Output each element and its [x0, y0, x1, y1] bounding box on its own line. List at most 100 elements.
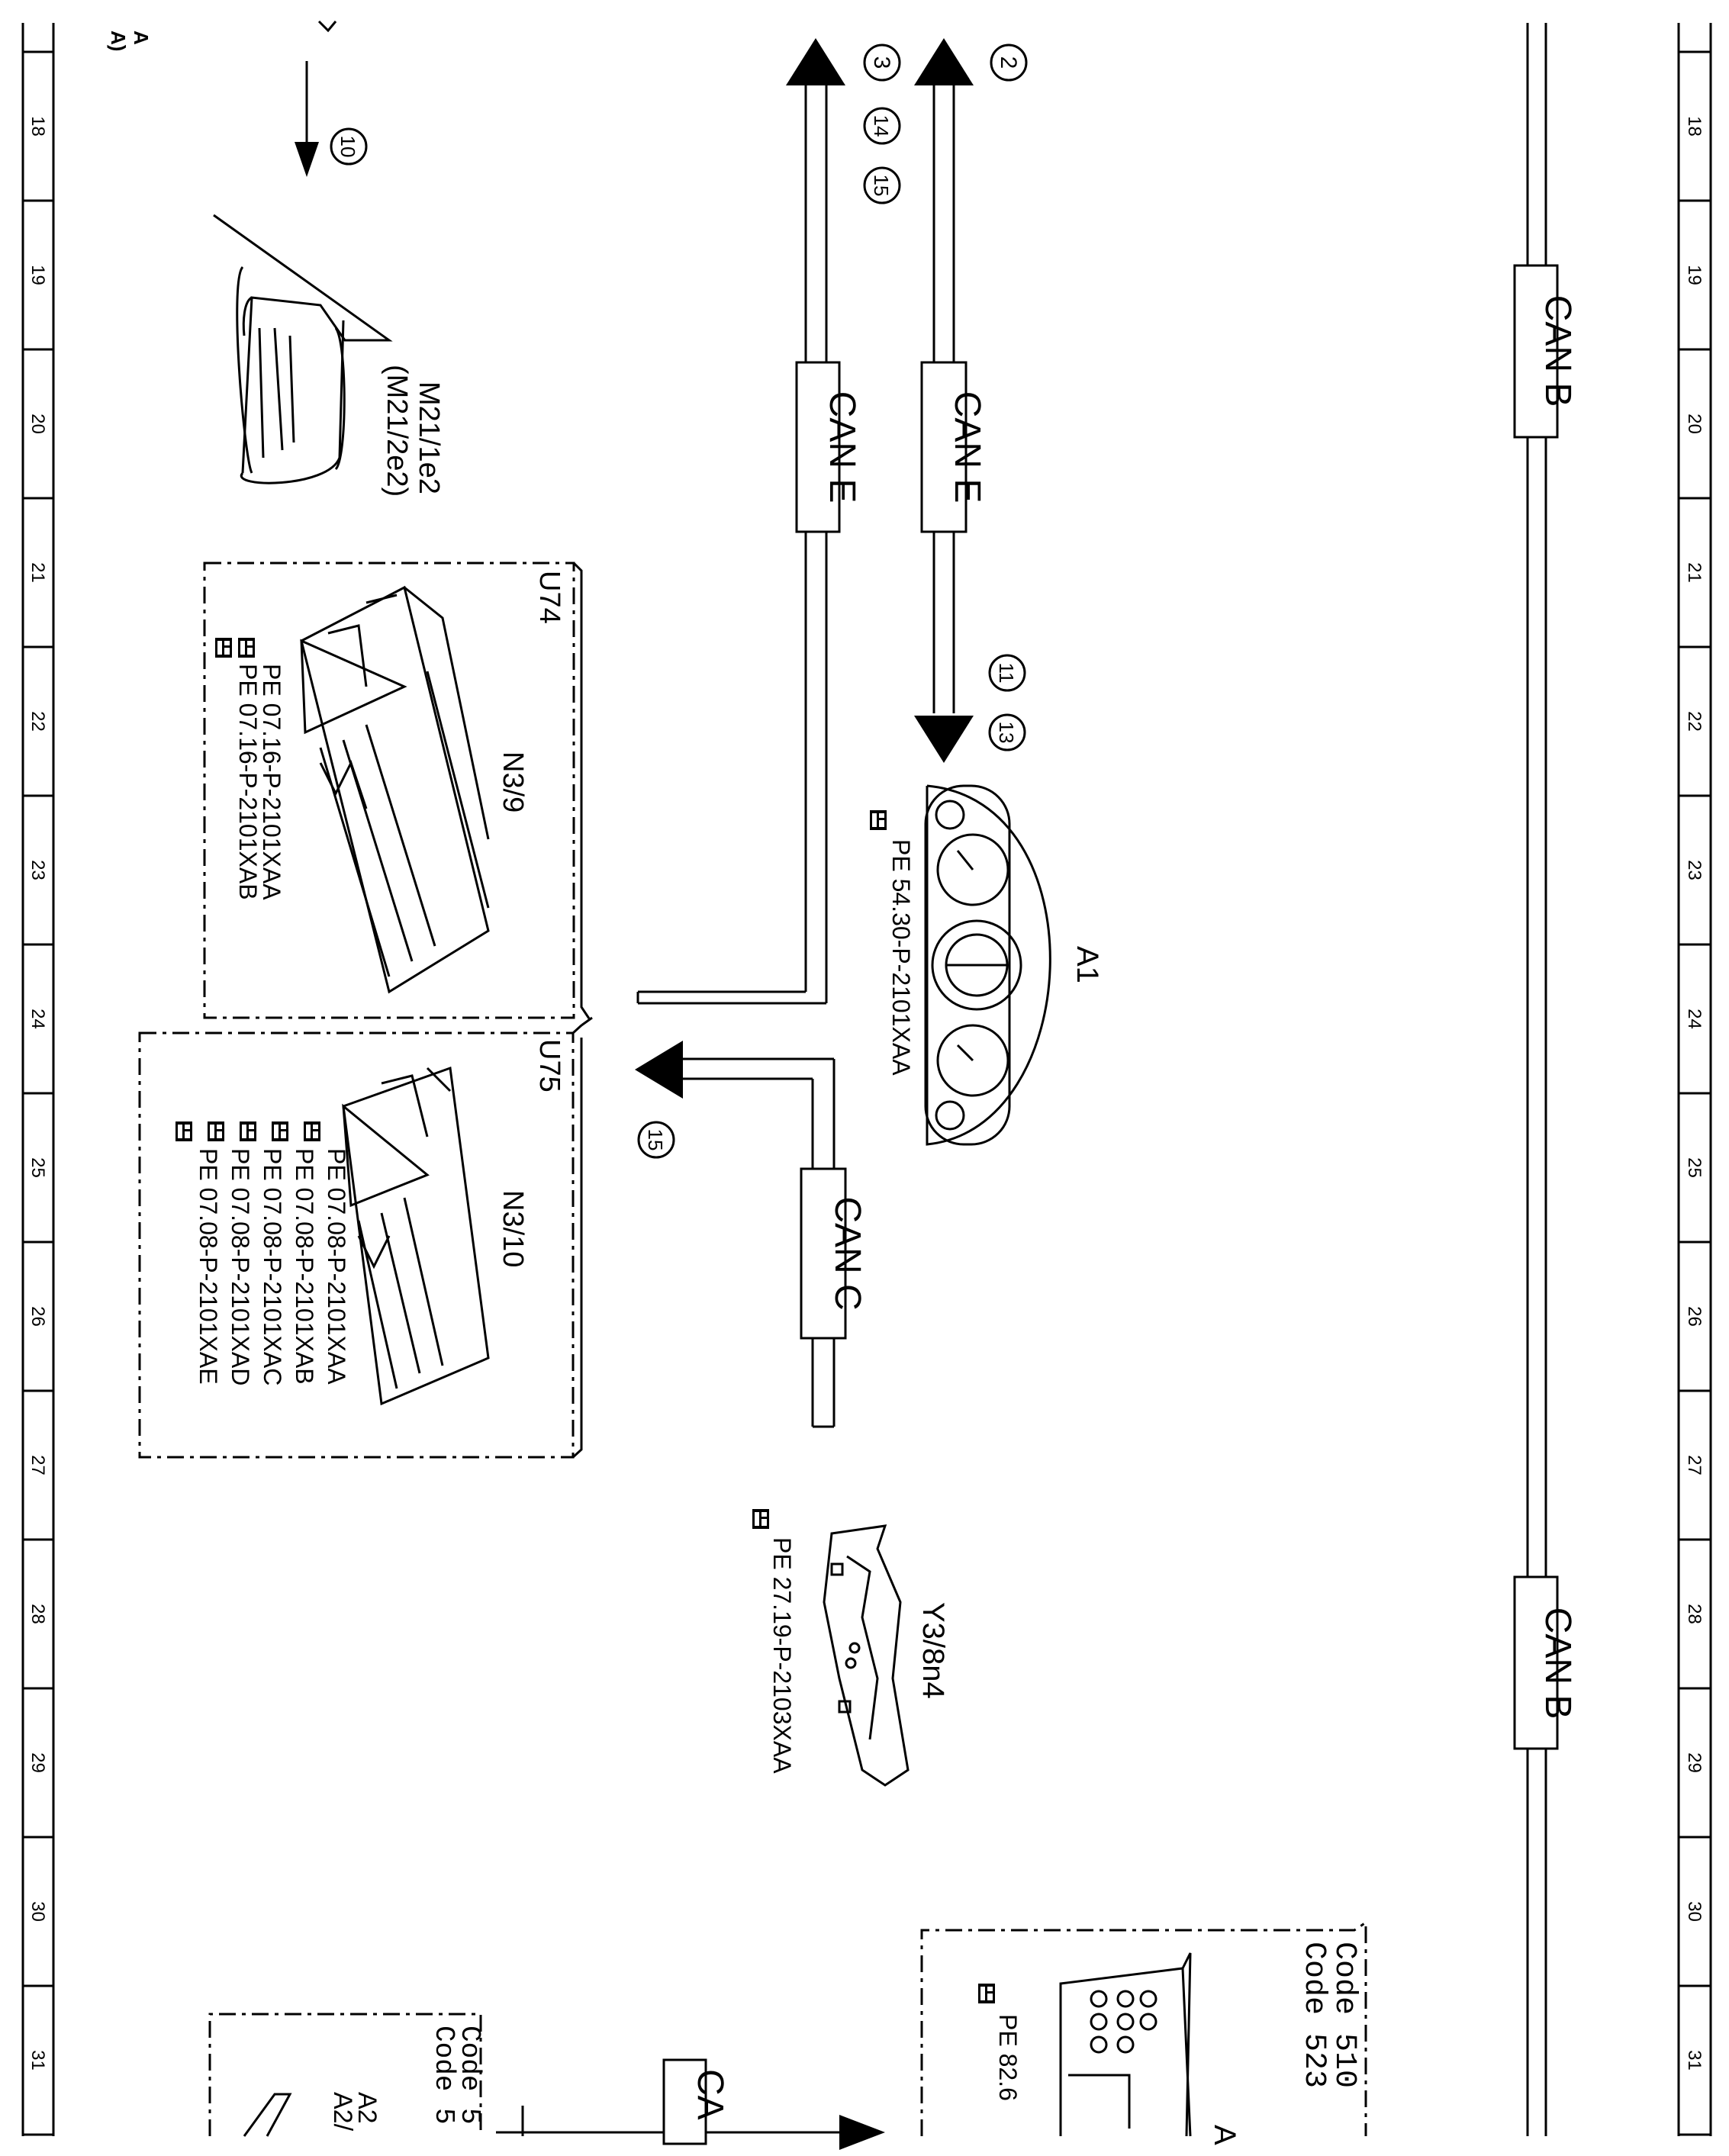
- u74-group-label: U74: [533, 571, 565, 624]
- can-e-right-label: CAN E: [947, 391, 987, 504]
- radio-name: A: [1208, 2125, 1241, 2145]
- partial-box: Code 5 Code 5 A2 A2/ CA: [208, 2013, 730, 2145]
- a1-name: A1: [1071, 946, 1104, 983]
- n3-10-doc-5: PE 07.08-P-2101XAE: [195, 1148, 222, 1385]
- y3-8n4-name: Y3/8n4: [916, 1602, 950, 1699]
- grid-number-right: 29: [1684, 1752, 1705, 1773]
- n3-10-ecu-drawing: [342, 1066, 490, 1406]
- grid-number-right: 31: [1684, 2050, 1705, 2071]
- can-c-label: CAN C: [827, 1196, 868, 1310]
- doc-hand-icon: [240, 1121, 256, 1141]
- can-partial-label: CA: [690, 2069, 730, 2120]
- grid-number-right: 18: [1684, 116, 1705, 137]
- doc-hand-icon: [272, 1121, 288, 1141]
- corner-text-a: A: [130, 31, 153, 45]
- n3-10-doc-2: PE 07.08-P-2101XAB: [291, 1148, 318, 1385]
- partial-name-1: A2: [353, 2092, 382, 2124]
- grid-number-left: 21: [27, 562, 48, 583]
- can-e-left-label: CAN E: [822, 391, 862, 504]
- grid-number-right: 26: [1684, 1306, 1705, 1327]
- partial-code-1: Code 5: [454, 2026, 485, 2125]
- partial-code-2: Code 5: [428, 2026, 459, 2125]
- corner-partial-arrow: [317, 20, 337, 33]
- u74-box: U74 N3/9 PE 07.16-P-2101XAA PE 07.16-P-2…: [203, 562, 591, 1019]
- ref-10: 10: [336, 136, 359, 158]
- radio-code-1: Code 510: [1327, 1942, 1361, 2088]
- grid-number-left: 19: [27, 265, 48, 285]
- grid-number-left: 27: [27, 1455, 48, 1475]
- y3-8n4-doc: PE 27.19-P-2103XAA: [768, 1537, 796, 1774]
- partial-name-2: A2/: [328, 2092, 357, 2132]
- can-e-right-bus: CAN E: [914, 38, 987, 763]
- grid-number-left: 29: [27, 1752, 48, 1773]
- n3-9-name: N3/9: [497, 751, 529, 813]
- y3-8n4-drawing: [823, 1524, 910, 1787]
- ref-11: 11: [995, 663, 1018, 684]
- doc-hand-icon: [978, 1984, 995, 2003]
- grid-number-right: 21: [1684, 562, 1705, 583]
- grid-number-right: 23: [1684, 860, 1705, 880]
- grid-number-right: 22: [1684, 711, 1705, 732]
- ref-14: 14: [870, 115, 893, 137]
- n3-10-doc-3: PE 07.08-P-2101XAC: [259, 1148, 286, 1385]
- grid-number-right: 27: [1684, 1455, 1705, 1475]
- left-grid-ruler: 18 19 20 21 22 23 24 25 26 27 28 29 30 31: [21, 23, 55, 2136]
- grid-number-left: 22: [27, 711, 48, 732]
- grid-number-left: 18: [27, 116, 48, 137]
- can-b-upper-label: CAN B: [1537, 295, 1578, 407]
- n3-9-doc-2: PE 07.16-P-2101XAB: [234, 664, 262, 900]
- grid-number-left: 25: [27, 1157, 48, 1178]
- grid-number-left: 20: [27, 414, 48, 434]
- partial-part-drawing: [243, 2093, 292, 2137]
- grid-number-right: 19: [1684, 265, 1705, 285]
- ref-15-top: 15: [870, 175, 893, 197]
- radio-doc: PE 82.6: [994, 2014, 1022, 2101]
- mirror-alt-name: (M21/2e2): [381, 365, 413, 497]
- grid-number-right: 28: [1684, 1604, 1705, 1624]
- ref-2: 2: [996, 56, 1021, 69]
- grid-number-right: 24: [1684, 1009, 1705, 1029]
- doc-hand-icon: [238, 638, 255, 658]
- u75-group-label: U75: [533, 1039, 565, 1092]
- can-b-lower-label: CAN B: [1537, 1607, 1578, 1720]
- u75-box: U75 N3/10 PE 07.08-P-2101XAA PE 07.08-P-…: [138, 1016, 593, 1459]
- corner-text-a2: A): [107, 31, 130, 51]
- doc-hand-icon: [175, 1121, 192, 1141]
- n3-10-name: N3/10: [497, 1190, 529, 1267]
- ref-13: 13: [995, 722, 1018, 744]
- radio-code-2: Code 523: [1296, 1942, 1331, 2088]
- can-b-bus: CAN B CAN B: [1513, 23, 1578, 2136]
- mirror-drawing: [213, 214, 393, 484]
- grid-number-right: 30: [1684, 1901, 1705, 1922]
- n3-9-ecu-drawing: [300, 585, 490, 994]
- radio-unit-drawing: [1059, 1952, 1192, 2137]
- can-c-bus: CAN C: [635, 1041, 868, 1428]
- a1-instrument-cluster: [924, 784, 1051, 1146]
- right-grid-ruler: 18 19 20 21 22 23 24 25 26 27 28 29 30 31: [1677, 23, 1712, 2136]
- n3-10-doc-1: PE 07.08-P-2101XAA: [323, 1148, 350, 1385]
- doc-hand-icon: [304, 1121, 320, 1141]
- grid-number-right: 20: [1684, 414, 1705, 434]
- grid-number-left: 30: [27, 1901, 48, 1922]
- ref-3: 3: [869, 56, 894, 69]
- doc-hand-icon: [752, 1509, 769, 1529]
- mirror-name: M21/1e2: [413, 381, 445, 494]
- grid-number-left: 24: [27, 1009, 48, 1029]
- ref-15-branch: 15: [644, 1129, 667, 1151]
- ref-circles: 2 3 14 15 10 11 13 15: [330, 43, 1028, 1159]
- grid-number-right: 25: [1684, 1157, 1705, 1178]
- n3-9-doc-1: PE 07.16-P-2101XAA: [258, 664, 285, 900]
- grid-number-left: 31: [27, 2050, 48, 2071]
- doc-hand-icon: [208, 1121, 224, 1141]
- grid-number-left: 23: [27, 860, 48, 880]
- grid-number-left: 28: [27, 1604, 48, 1624]
- grid-number-left: 26: [27, 1306, 48, 1327]
- can-e-left-bus: CAN E: [636, 38, 862, 1005]
- doc-hand-icon: [215, 638, 232, 658]
- n3-10-doc-4: PE 07.08-P-2101XAD: [227, 1148, 254, 1385]
- arrow-ref-10: [295, 61, 319, 177]
- doc-hand-icon: [870, 810, 887, 830]
- radio-box: Code 510 Code 523 PE 82.6 A: [496, 1920, 1367, 2150]
- a1-doc: PE 54.30-P-2101XAA: [887, 839, 915, 1076]
